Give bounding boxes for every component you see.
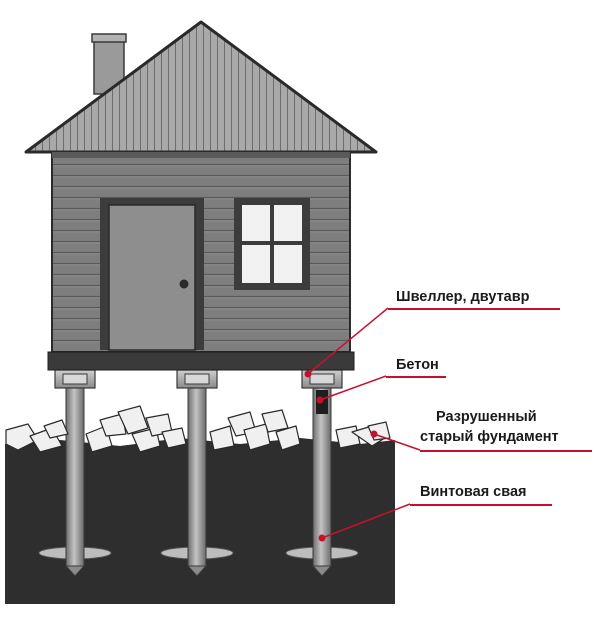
- label-screw-pile: Винтовая свая: [420, 484, 527, 500]
- pile-caps: [54, 369, 343, 389]
- leader-end-screw-pile-icon: [318, 534, 326, 542]
- leader-lines: [307, 307, 421, 539]
- label-channel: Швеллер, двутавр: [396, 289, 530, 305]
- label-rule-screw-pile: [410, 504, 552, 506]
- rubble: [5, 405, 391, 453]
- leader-end-concrete-icon: [316, 396, 324, 404]
- pile-cap-middle: [176, 369, 218, 389]
- leader-end-channel-icon: [304, 370, 312, 378]
- label-rule-concrete: [386, 376, 446, 378]
- label-rule-old-foundation: [420, 450, 592, 452]
- leader-end-old-foundation-icon: [370, 430, 378, 438]
- label-old-foundation-line2: старый фундамент: [420, 429, 559, 445]
- screw-pile-middle: [160, 385, 234, 577]
- roof: [24, 20, 378, 154]
- pile-cap-left: [54, 369, 96, 389]
- screw-pile-left: [38, 385, 112, 577]
- leader-dots: [304, 370, 378, 542]
- screw-piles: [38, 385, 359, 577]
- window: [234, 198, 310, 290]
- base-beam: [47, 351, 355, 371]
- label-old-foundation-line1: Разрушенный: [436, 409, 537, 425]
- label-concrete: Бетон: [396, 357, 439, 373]
- door: [100, 198, 204, 351]
- label-rule-channel: [388, 308, 560, 310]
- house: [24, 20, 378, 371]
- door-knob-icon: [179, 279, 189, 289]
